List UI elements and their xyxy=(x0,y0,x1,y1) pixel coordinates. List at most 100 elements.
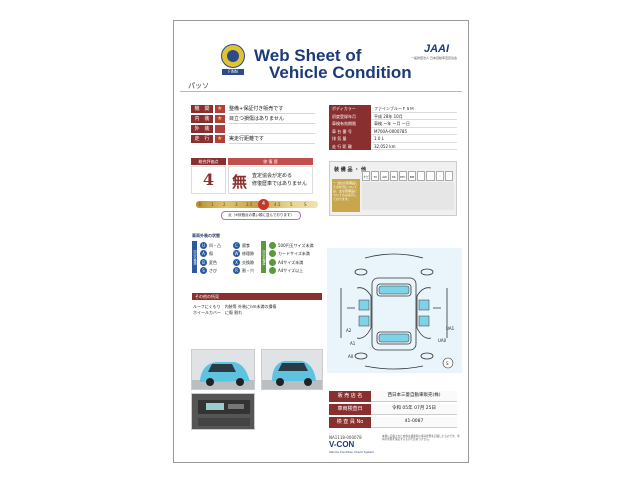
spec-label: 車 台 番 号 xyxy=(329,127,371,135)
scale-selected-marker: 4 xyxy=(258,199,269,210)
org-subtitle: 一般財団法人 日本自動車査定協会 xyxy=(411,56,457,60)
legend-text: 交換跡 xyxy=(242,259,254,265)
spec-row: 車検有効期限 車検 ー年 ー月 ー日 xyxy=(329,120,457,128)
condition-row: 機 関 ★ 整備+保証付き販売です xyxy=(191,104,315,114)
damage-diagram: A2 A1 A0 UA1 UA0 S xyxy=(327,248,462,373)
equipment-item xyxy=(426,171,435,181)
spec-row: 走 行 距 離 32,052 km xyxy=(329,142,457,150)
scale-label: 4.5 xyxy=(274,202,281,207)
legend-text: 凹・凸 xyxy=(209,242,221,248)
legend-code-icon: C xyxy=(233,241,240,249)
vcon-subtitle: Vehicle Condition Check System xyxy=(329,450,375,454)
spec-label: 排 気 量 xyxy=(329,135,371,143)
emblem-banner: FINN xyxy=(222,69,244,75)
total-score-value: 4 xyxy=(191,166,226,194)
legend-code-icon: S xyxy=(200,267,207,275)
condition-row: 外 装 xyxy=(191,124,315,134)
repair-history-value: 無 xyxy=(232,173,248,191)
equipment-item: BM xyxy=(407,171,417,181)
legend-code-icon: X xyxy=(233,258,240,266)
equipment-item: ETC xyxy=(398,171,407,181)
legend-text: 腐食 xyxy=(242,242,250,248)
footer-disclaimer: 本書に記載された内容は検査時の車両状態を記載したものです。車両の状態を保証するも… xyxy=(382,435,460,442)
equipment-gold-panel xyxy=(332,179,360,212)
condition-text: 実走行距離です xyxy=(229,136,315,144)
legend-text: 割・穴 xyxy=(242,268,254,274)
legend-size-icon xyxy=(269,258,276,266)
legend-code-icon: B xyxy=(200,258,207,266)
sheet-code: NA1118-000078 xyxy=(329,435,362,440)
spec-row: 車 台 番 号 M700A-0000785 xyxy=(329,127,457,135)
dealer-value: 令和 05年 07月 25日 xyxy=(371,404,457,415)
equipment-item xyxy=(444,171,453,181)
dealer-row: 検 査 員 No 41-0087 xyxy=(329,417,457,428)
vehicle-condition-sheet: FINN Web Sheet of Vehicle Condition JAAI… xyxy=(173,20,469,463)
scale-label: 2 xyxy=(223,202,226,207)
equipment-title: 装 備 品 ・ 他 xyxy=(334,167,366,173)
notes-title: その他の所見 xyxy=(192,293,322,300)
interior-photo xyxy=(191,393,255,430)
repair-history-box xyxy=(228,166,313,194)
equipment-item xyxy=(417,171,426,181)
scale-label: 1 xyxy=(211,202,214,207)
equipment-item: SR xyxy=(389,171,398,181)
spec-label: ボディカラー xyxy=(329,105,371,113)
legend-text: 500円玉サイズ未満 xyxy=(278,242,314,248)
spec-value: 32,052 km xyxy=(371,143,457,150)
condition-row: 走 行 ★ 実走行距離です xyxy=(191,134,315,144)
notes-line1: ルーフにくもり 内装等 外装にnm未満の損傷 xyxy=(193,304,277,309)
legend-code-icon: A xyxy=(200,250,207,258)
equipment-grid-body xyxy=(362,182,454,210)
history-note-2: 修復歴車ではありません xyxy=(252,181,307,187)
legend-text: 修理跡 xyxy=(242,251,254,257)
star-icon: ★ xyxy=(217,115,223,122)
damage-label: A0 xyxy=(348,354,354,359)
scale-label: 5 xyxy=(290,202,293,207)
emblem-star-icon xyxy=(227,50,239,62)
equipment-item: AW xyxy=(380,171,389,181)
damage-label: S xyxy=(446,361,449,366)
dealer-row: 販 売 店 名 西日本三菱自動車販売(株) xyxy=(329,391,457,402)
spec-value: ファインブルーＦＳＭ xyxy=(371,105,457,113)
emblem-icon xyxy=(221,44,245,68)
header-divider xyxy=(180,91,462,92)
legend-code-icon: W xyxy=(233,250,240,258)
spec-row: 排 気 量 1.0 L xyxy=(329,135,457,143)
spec-row: 初度登録年月 平成 28年 10月 xyxy=(329,112,457,120)
spec-value: M700A-0000785 xyxy=(371,128,457,135)
dealer-value: 西日本三菱自動車販売(株) xyxy=(371,391,457,402)
jaai-logo: JAAI xyxy=(424,43,450,55)
legend-text: 変色 xyxy=(209,259,217,265)
spec-value: 車検 ー年 ー月 ー日 xyxy=(371,120,457,128)
star-icon: ★ xyxy=(217,135,223,142)
condition-row: 内 装 ★ 目立つ損傷はありません xyxy=(191,114,315,124)
legend-left-heading: 凹凸の種類 xyxy=(192,241,197,273)
legend-text: さび xyxy=(209,268,217,274)
legend-right-heading: 凹凸の程度 xyxy=(261,241,266,273)
equipment-note: ー 当社の装備品とその状況については、主な装備品についてのみ表示しております。 xyxy=(333,181,358,201)
legend-code-icon: U xyxy=(200,241,207,249)
legend-text: A4サイズ未満 xyxy=(278,259,304,265)
vcon-logo: V-CON xyxy=(329,440,355,449)
legend-code-icon: R xyxy=(233,267,240,275)
legend-title: 車両外装の状態 xyxy=(192,233,220,238)
spec-table: ボディカラー ファインブルーＦＳＭ 初度登録年月 平成 28年 10月 車検有効… xyxy=(329,105,457,150)
dealer-label: 検 査 員 No xyxy=(329,417,371,428)
scale-label: S xyxy=(304,202,307,207)
dealer-label: 車両検査日 xyxy=(329,404,371,415)
car-name: パッソ xyxy=(188,82,209,90)
legend-right-list: 500円玉サイズ未満 カードサイズ未満 A4サイズ未満 A4サイズ以上 xyxy=(269,241,329,275)
condition-star-box xyxy=(215,125,225,133)
damage-label: UA1 xyxy=(446,326,455,331)
title-line1: Web Sheet of xyxy=(254,46,362,65)
total-score-label: 総合評価点 xyxy=(191,158,226,165)
car-photo-rear xyxy=(261,349,323,390)
star-icon: ★ xyxy=(217,105,223,112)
dealer-value: 41-0087 xyxy=(371,417,457,428)
legend-text: カードサイズ未満 xyxy=(278,251,310,257)
car-outline-diagram xyxy=(340,253,454,370)
legend-size-icon xyxy=(269,267,276,275)
equipment-item: ナビ xyxy=(362,171,371,181)
repair-history-label: 修 復 歴 xyxy=(228,158,313,165)
condition-list: 機 関 ★ 整備+保証付き販売です 内 装 ★ 目立つ損傷はありません 外 装 … xyxy=(191,104,315,144)
